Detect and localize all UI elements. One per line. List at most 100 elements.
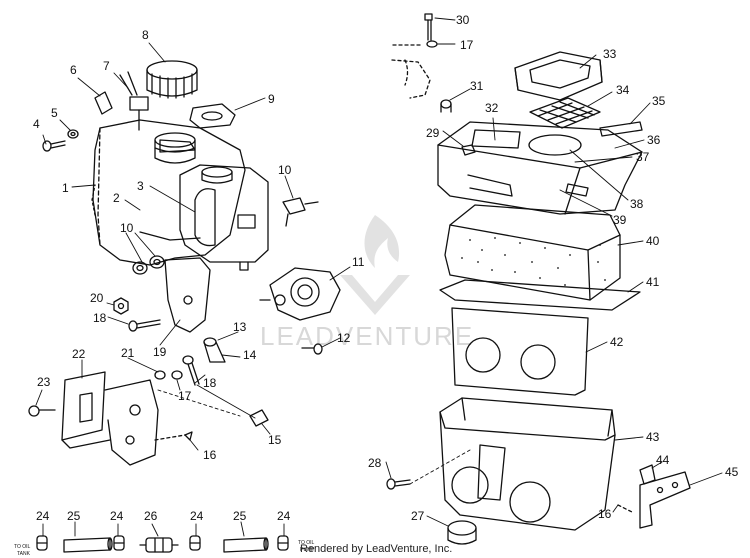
callout-13: 13 [233, 320, 247, 334]
callout-39: 39 [613, 213, 627, 227]
bolt-18-upper [128, 319, 161, 332]
callout-2: 2 [113, 191, 120, 205]
fill-cap [146, 60, 198, 99]
callout-35: 35 [652, 94, 666, 108]
check-valve-15 [249, 409, 269, 427]
callout-27: 27 [411, 509, 425, 523]
oil-bracket-22 [61, 371, 159, 466]
flame-logo [340, 215, 410, 315]
hose-25-a [63, 537, 113, 553]
callout-43: 43 [646, 430, 660, 444]
callout-36: 36 [647, 133, 661, 147]
foam-texture [461, 237, 606, 286]
callout-numbers: 1 2 3 4 5 6 7 8 9 10 10 11 12 13 14 15 1… [33, 13, 739, 523]
callout-16-left: 16 [203, 448, 217, 462]
watermark-text: LEADVENTURE [260, 321, 474, 351]
frame-mount-outline [391, 44, 431, 99]
grommets-10 [132, 255, 165, 275]
oil-tank-hose [91, 184, 96, 216]
callout-38: 38 [630, 197, 644, 211]
callout-10-right: 10 [278, 163, 292, 177]
callout-17-left: 17 [178, 389, 192, 403]
callout-18-lower: 18 [203, 376, 217, 390]
callout-17-right: 17 [460, 38, 474, 52]
callout-42: 42 [610, 335, 624, 349]
grommet-5 [67, 129, 79, 139]
callout-26: 26 [144, 509, 158, 523]
clamp-24-b [113, 535, 125, 551]
nut-20 [113, 297, 129, 315]
mounting-bracket-clip [94, 91, 113, 115]
leader-lines [35, 17, 723, 537]
callout-20: 20 [90, 291, 104, 305]
callout-11: 11 [352, 255, 365, 269]
callout-15: 15 [268, 433, 282, 447]
to-oil-pump-label-1: TO OIL [298, 540, 315, 546]
washer-21 [154, 370, 166, 380]
callout-6: 6 [70, 63, 77, 77]
reservoir-strap-19 [164, 257, 211, 333]
to-oil-tank-label-1: TO OIL [14, 544, 31, 550]
screen-34 [529, 97, 601, 129]
strap-35 [599, 121, 643, 137]
callout-40: 40 [646, 234, 660, 248]
callout-21: 21 [121, 346, 135, 360]
callout-14: 14 [243, 348, 257, 362]
callout-45: 45 [725, 465, 739, 479]
leadventure-watermark: LEADVENTURE [260, 215, 474, 351]
screw-23 [28, 405, 56, 417]
tank-filler-neck [154, 132, 196, 164]
callout-32: 32 [485, 101, 499, 115]
callout-19: 19 [153, 345, 167, 359]
callout-8: 8 [142, 28, 149, 42]
oil-fitting-10 [282, 197, 319, 227]
oil-pump-11 [259, 267, 341, 321]
to-oil-pump-label-2: PUMP [300, 547, 315, 553]
callout-30: 30 [456, 13, 470, 27]
callout-24-c: 24 [190, 509, 204, 523]
callout-33: 33 [603, 47, 617, 61]
callout-22: 22 [72, 347, 86, 361]
reservoir-cap [189, 103, 236, 129]
to-oil-tank-label-2: TANK [17, 551, 31, 557]
airbox-lid-36 [437, 121, 643, 215]
hose-25-b [223, 537, 269, 553]
reservoir-tank [179, 164, 269, 271]
clamp-24-d [277, 535, 289, 551]
oil-line-16-right [617, 504, 633, 513]
callout-31: 31 [470, 79, 484, 93]
airbox-lower-43 [439, 397, 616, 531]
callout-24-d: 24 [277, 509, 291, 523]
cap-27 [447, 520, 477, 545]
screw-4 [42, 140, 66, 152]
callout-1: 1 [62, 181, 69, 195]
washer-17-right [426, 40, 438, 48]
callout-28: 28 [368, 456, 382, 470]
clamp-24-a [36, 535, 48, 551]
bracket-44 [639, 464, 691, 529]
gasket-42 [451, 307, 589, 396]
intake-boot-33 [514, 51, 603, 101]
gasket-41 [439, 279, 641, 311]
bolt-30 [424, 13, 433, 41]
washer-17 [171, 370, 183, 380]
callout-34: 34 [616, 83, 630, 97]
callout-23: 23 [37, 375, 51, 389]
callout-41: 41 [646, 275, 660, 289]
render-credit: Rendered by LeadVenture, Inc. [300, 543, 452, 555]
callout-12: 12 [337, 331, 351, 345]
inline-filter-26 [139, 537, 179, 553]
oil-line-16-left [154, 431, 193, 441]
callout-24-b: 24 [110, 509, 124, 523]
oil-level-sensor [119, 71, 149, 131]
clamp-24-c [189, 535, 201, 551]
bolt-18-lower [182, 355, 200, 386]
callout-7: 7 [103, 59, 110, 73]
hose-clamp-12 [301, 343, 323, 355]
screw-28 [386, 478, 411, 490]
callout-9: 9 [268, 92, 275, 106]
callout-44: 44 [656, 453, 670, 467]
callout-25-b: 25 [233, 509, 247, 523]
clip-29 [461, 144, 476, 156]
